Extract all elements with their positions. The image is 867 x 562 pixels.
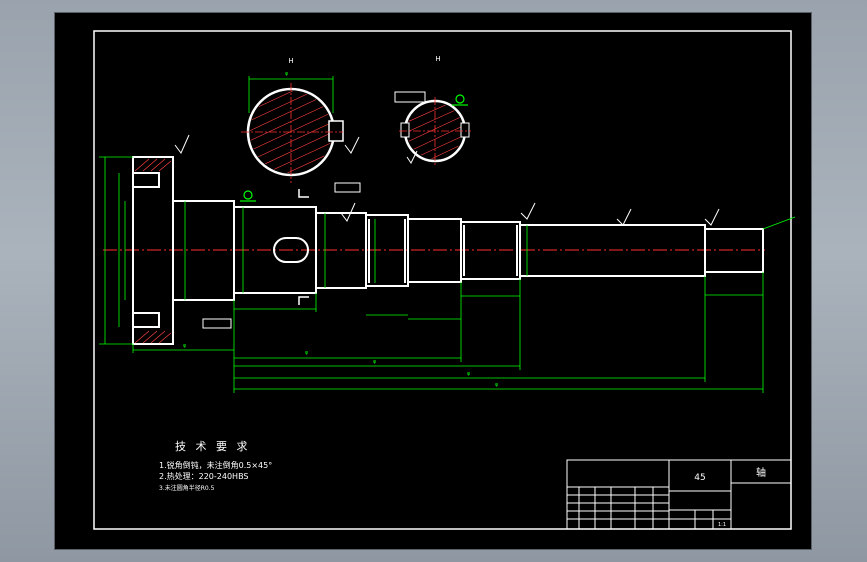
- svg-text:φ: φ: [183, 343, 187, 349]
- dimension-text: φ φ φ φ φ φ: [183, 71, 499, 388]
- tech-req-item-3: 3.未注圆角半径R0.5: [159, 484, 215, 492]
- flange-hatch: [134, 158, 172, 344]
- title-block-scale: 1:1: [718, 522, 726, 528]
- tolerance-frames: [202, 91, 426, 329]
- svg-text:φ: φ: [495, 382, 499, 388]
- tech-req-item-2: 2.热处理：220-240HBS: [159, 471, 249, 481]
- dimension-lines: [99, 76, 796, 393]
- drawing-frame: [93, 30, 792, 530]
- tech-req-title: 技 术 要 求: [175, 440, 251, 453]
- title-block: [566, 459, 792, 530]
- section-view-2: [399, 97, 471, 165]
- technical-requirements: 技 术 要 求 1.锐角倒钝，未注倒角0.5×45° 2.热处理：220-240…: [159, 440, 272, 492]
- svg-text:φ: φ: [373, 359, 377, 365]
- cutting-plane-markers: [298, 189, 309, 305]
- section-label-1: H: [288, 57, 293, 65]
- svg-text:φ: φ: [467, 371, 471, 377]
- drawing-sheet[interactable]: H H: [55, 13, 811, 549]
- datum-symbols: [240, 94, 468, 202]
- surface-finish-marks: [174, 134, 720, 226]
- shaft-outline: [132, 156, 764, 345]
- section-label-2: H: [435, 55, 440, 63]
- tech-req-item-1: 1.锐角倒钝，未注倒角0.5×45°: [159, 460, 272, 470]
- title-block-part-name: 轴: [756, 466, 766, 479]
- title-block-material: 45: [694, 473, 705, 483]
- svg-text:φ: φ: [305, 350, 309, 356]
- drawing-canvas: H H: [93, 30, 796, 530]
- section-view-1: [241, 83, 344, 183]
- svg-text:φ: φ: [285, 71, 289, 77]
